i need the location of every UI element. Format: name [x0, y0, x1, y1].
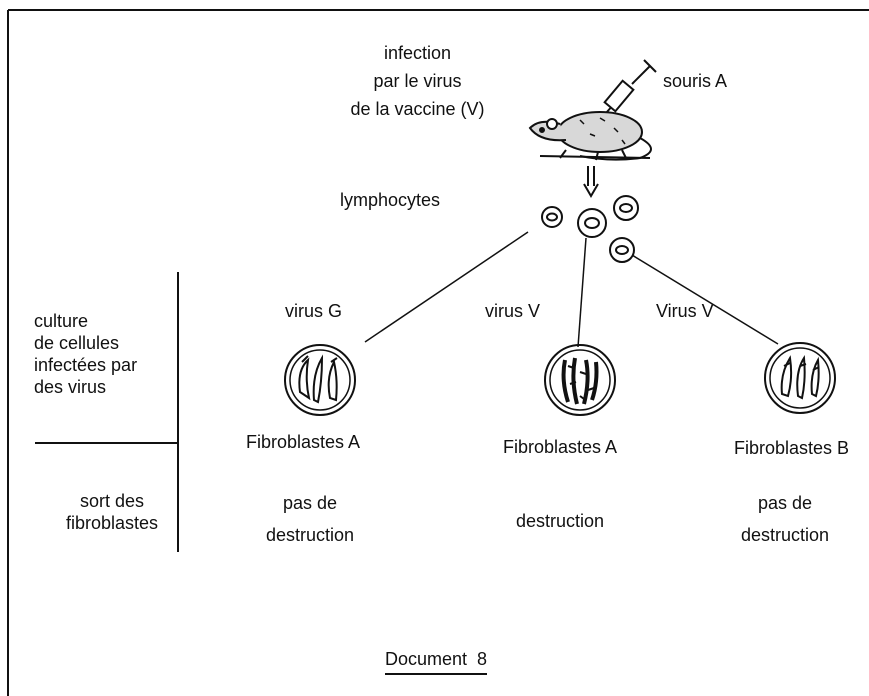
fibroblast-label-3: Fibroblastes B: [734, 438, 850, 458]
document-title: Document 8: [385, 648, 488, 675]
fibroblast-cell-1: [284, 344, 356, 416]
link-line-virus-g: [364, 231, 529, 343]
row-sort-line: sort des: [79, 491, 145, 511]
lymphocyte-cell: [609, 237, 635, 263]
infection-line-3: de la vaccine (V): [350, 99, 485, 119]
infection-label: infection par le virus de la vaccine (V): [330, 42, 505, 120]
fibroblast-label-2: Fibroblastes A: [503, 437, 618, 457]
arrow-down-icon: [583, 166, 599, 198]
fibroblast-cell-2: [544, 344, 616, 416]
row-culture-line: de cellules: [34, 333, 120, 353]
mouse-label: souris A: [663, 71, 728, 91]
lymphocytes-label: lymphocytes: [340, 190, 441, 210]
infection-line-1: infection: [383, 43, 452, 63]
row-label-sort: sort des fibroblastes: [42, 490, 182, 534]
row-label-culture: culture de cellules infectées par des vi…: [34, 310, 137, 398]
fate-line: pas de: [282, 493, 338, 513]
lymphocyte-cell: [613, 195, 639, 221]
row-culture-line: infectées par: [34, 355, 138, 375]
virus-label-3: Virus V: [656, 301, 714, 321]
virus-label-2: virus V: [485, 301, 541, 321]
fate-line: pas de: [757, 493, 813, 513]
fate-line: destruction: [265, 525, 355, 545]
link-line-virus-v-b: [631, 254, 779, 345]
fibroblast-label-1: Fibroblastes A: [246, 432, 361, 452]
fate-line: destruction: [740, 525, 830, 545]
row-culture-line: culture: [34, 311, 89, 331]
lymphocyte-nucleus: [546, 212, 558, 222]
lymphocyte-nucleus: [584, 217, 600, 229]
fate-label-1: pas de destruction: [240, 487, 380, 551]
mouse-icon: [528, 111, 652, 161]
row-culture-line: des virus: [34, 377, 107, 397]
fate-line: destruction: [515, 511, 605, 531]
lymphocyte-cell: [577, 208, 607, 238]
lymphocyte-nucleus: [619, 203, 633, 213]
fibroblast-cell-3: [764, 342, 836, 414]
infection-line-2: par le virus: [373, 71, 462, 91]
virus-label-1: virus G: [285, 301, 343, 321]
lymphocyte-nucleus: [615, 245, 629, 255]
row-sort-line: fibroblastes: [65, 513, 159, 533]
link-line-virus-v-a: [577, 237, 587, 348]
lymphocyte-cells: [541, 195, 639, 263]
fate-label-3: pas de destruction: [715, 487, 855, 551]
lymphocyte-cell: [541, 206, 563, 228]
fate-label-2: destruction: [490, 510, 630, 532]
